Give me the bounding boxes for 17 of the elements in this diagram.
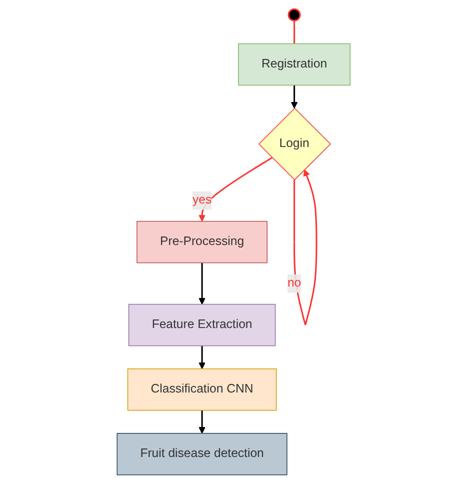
arrow bbox=[198, 410, 206, 434]
edge-label: no bbox=[287, 276, 301, 290]
node-box bbox=[238, 43, 350, 86]
node-box bbox=[127, 368, 277, 411]
node-diamond bbox=[258, 108, 331, 180]
edge-label: yes bbox=[192, 194, 212, 207]
connector bbox=[293, 20, 295, 44]
arrow bbox=[198, 156, 272, 222]
arrow bbox=[198, 262, 206, 305]
node-circle bbox=[288, 8, 301, 22]
arrow bbox=[293, 169, 318, 326]
arrow bbox=[198, 346, 206, 370]
node-box bbox=[128, 304, 276, 346]
flowchart-diagram: no yes Registration Login Pre-Processing Feature Extraction Classification CNN Fruit disease detection bbox=[110, 3, 356, 481]
node-box bbox=[116, 432, 288, 476]
arrow bbox=[290, 85, 298, 109]
node-box bbox=[136, 220, 268, 264]
